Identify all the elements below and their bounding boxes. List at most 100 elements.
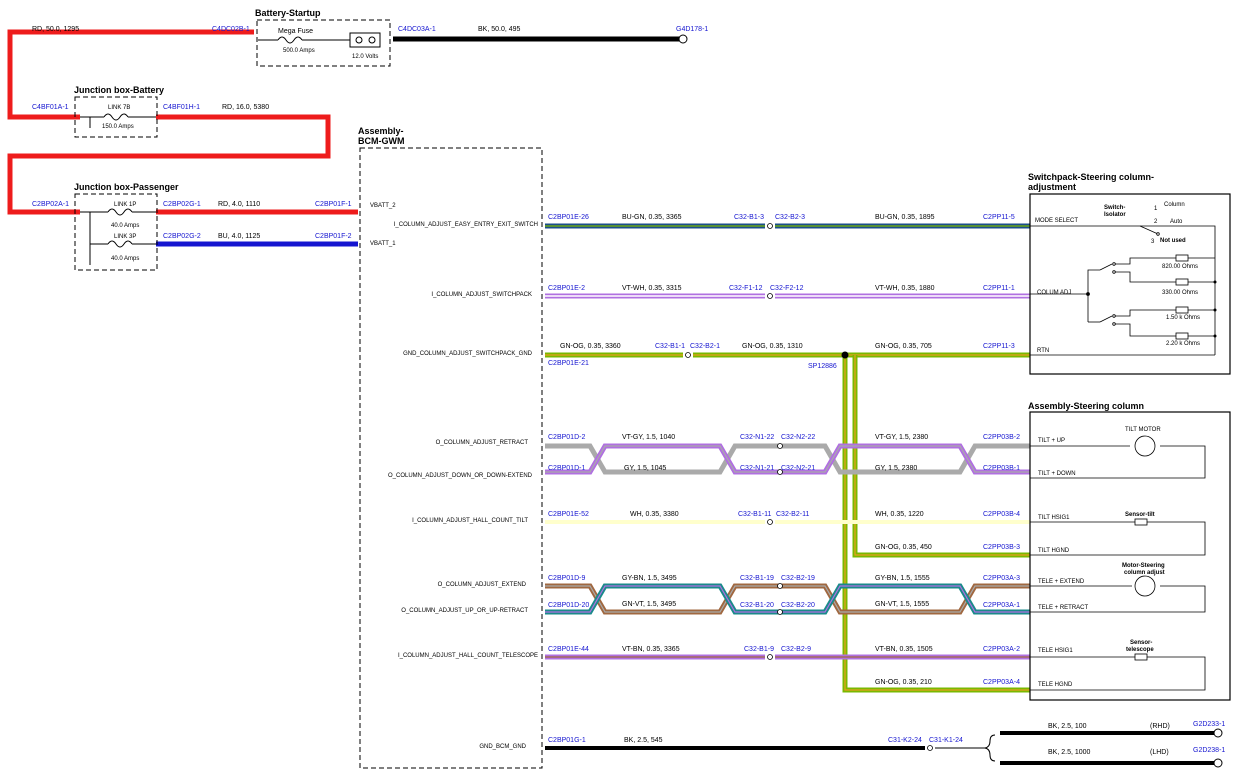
- wire-label-w11b: WH, 0.35, 1220: [875, 511, 924, 518]
- conn-c31k124: C31-K1-24: [929, 737, 963, 744]
- bcm-pin-vbatt1: VBATT_1: [370, 241, 396, 247]
- link7b-fuse: [103, 113, 129, 121]
- wire-label-w10b: GY, 1.5, 2380: [875, 465, 917, 472]
- conn-c4dc03a: C4DC03A-1: [398, 26, 436, 33]
- sc-pin-tilt-hsig: TILT HSIG1: [1038, 515, 1070, 521]
- sc-pin-tilt-up: TILT + UP: [1038, 438, 1065, 444]
- conn-c32b19: C32-B1-9: [744, 646, 774, 653]
- bcm-pin-switchpack: I_COLUMN_ADJUST_SWITCHPACK: [431, 292, 532, 298]
- bcm-gwm-box: Assembly- BCM-GWM VBATT_2 I_COLUMN_ADJUS…: [358, 126, 543, 769]
- splice-sp12886: [841, 351, 849, 359]
- wire-rd-50: [7, 29, 254, 120]
- conn-c2bp01d9: C2BP01D-9: [548, 575, 585, 582]
- resistor-1k5: 1.50 k Ohms: [1166, 315, 1200, 321]
- link1p-label: LINK 1P: [114, 202, 136, 208]
- wire-label-w7b: VT-WH, 0.35, 1880: [875, 285, 935, 292]
- wire-label-w1: RD, 50.0, 1295: [32, 26, 79, 33]
- conn-c2bp01d2: C2BP01D-2: [548, 434, 585, 441]
- pos2-label: Auto: [1170, 219, 1183, 225]
- conn-c2bp01e44: C2BP01E-44: [548, 646, 589, 653]
- conn-c32b23: C32-B2-3: [775, 214, 805, 221]
- conn-c2pp115: C2PP11-5: [983, 214, 1015, 221]
- junction-box-passenger: Junction box-Passenger LINK 1P 40.0 Amps…: [74, 182, 179, 271]
- wire-label-w9a: VT-GY, 1.5, 1040: [622, 434, 675, 441]
- conn-c2pp03b4: C2PP03B-4: [983, 511, 1020, 518]
- wire-label-w9b: VT-GY, 1.5, 2380: [875, 434, 928, 441]
- battery-volts: 12.0 Volts: [352, 54, 378, 60]
- wire-label-w4: RD, 4.0, 1110: [218, 201, 260, 208]
- sp-pin-mode-select: MODE SELECT: [1035, 218, 1078, 224]
- conn-c32b13: C32-B1-3: [734, 214, 764, 221]
- wire-label-w3: RD, 16.0, 5380: [222, 104, 269, 111]
- bcm-pin-extend: O_COLUMN_ADJUST_EXTEND: [438, 582, 527, 588]
- conn-c32b211: C32-B2-11: [776, 511, 809, 518]
- conn-c2pp03b1: C2PP03B-1: [983, 465, 1020, 472]
- conn-c2pp03b2: C2PP03B-2: [983, 434, 1020, 441]
- conn-c32b220: C32-B2-20: [781, 602, 815, 609]
- conn-c2bp01e21: C2BP01E-21: [548, 360, 589, 367]
- wire-label-w16: GN-OG, 0.35, 210: [875, 679, 932, 686]
- power-labels: RD, 50.0, 1295 C4DC02B-1 C4DC03A-1 BK, 5…: [32, 26, 708, 240]
- conn-g4d178: G4D178-1: [676, 26, 708, 33]
- pos1: 1: [1154, 206, 1158, 212]
- conn-c2bp01e52: C2BP01E-52: [548, 511, 589, 518]
- tele-motor-label2: column adjust: [1124, 570, 1165, 576]
- conn-c2pp113: C2PP11-3: [983, 343, 1015, 350]
- wire-label-w6a: BU-GN, 0.35, 3365: [622, 214, 682, 221]
- switchpack-box: Switchpack-Steering column- adjustment M…: [1028, 172, 1231, 375]
- junction-box-battery: Junction box-Battery LINK 7B 150.0 Amps: [74, 85, 164, 138]
- conn-c2pp03a2: C2PP03A-2: [983, 646, 1020, 653]
- wire-label-w19: BK, 2.5, 1000: [1048, 749, 1091, 756]
- battery-startup-title: Battery-Startup: [255, 8, 321, 18]
- wire-label-w12: GN-OG, 0.35, 450: [875, 544, 932, 551]
- sp-pin-rtn: RTN: [1037, 348, 1049, 354]
- conn-c2bp01f2: C2BP01F-2: [315, 233, 352, 240]
- sensor-tilt-label: Sensor-tilt: [1125, 512, 1155, 518]
- conn-c31k224: C31-K2-24: [888, 737, 922, 744]
- conn-c4bf01h: C4BF01H-1: [163, 104, 200, 111]
- signal-labels: C2BP01E-26 BU-GN, 0.35, 3365 C32-B1-3 C3…: [548, 214, 1225, 756]
- conn-c32b29: C32-B2-9: [781, 646, 811, 653]
- conn-g2d238: G2D238-1: [1193, 747, 1225, 754]
- conn-c4bf01a: C4BF01A-1: [32, 104, 69, 111]
- tilt-motor-symbol: [1134, 435, 1156, 457]
- bcm-pin-gnd: GND_BCM_GND: [479, 744, 526, 750]
- jb-battery-title: Junction box-Battery: [74, 85, 164, 95]
- conn-c32n121: C32-N1-21: [740, 465, 774, 472]
- switch-isolator-label1: Switch-: [1104, 205, 1125, 211]
- conn-c2bp01g1: C2BP01G-1: [548, 737, 586, 744]
- conn-c2pp03a3: C2PP03A-3: [983, 575, 1020, 582]
- wire-label-w11a: WH, 0.35, 3380: [630, 511, 679, 518]
- conn-c2pp111: C2PP11-1: [983, 285, 1015, 292]
- wire-label-w13b: GY-BN, 1.5, 1555: [875, 575, 930, 582]
- wire-label-w8a: GN-OG, 0.35, 3360: [560, 343, 621, 350]
- conn-c32b21: C32-B2-1: [690, 343, 720, 350]
- bcm-pin-easy-entry: I_COLUMN_ADJUST_EASY_ENTRY_EXIT_SWITCH: [394, 222, 538, 228]
- conn-c2bp02g1: C2BP02G-1: [163, 201, 201, 208]
- jb-passenger-title: Junction box-Passenger: [74, 182, 179, 192]
- sc-pin-tele-extend: TELE + EXTEND: [1038, 579, 1085, 585]
- power-wires: [7, 29, 680, 247]
- link1p-amps: 40.0 Amps: [111, 223, 139, 229]
- conn-c32n221: C32-N2-21: [781, 465, 815, 472]
- lhd-label: (LHD): [1150, 749, 1169, 756]
- mega-fuse-symbol: [277, 36, 303, 44]
- ground-g2d233: [1213, 728, 1223, 738]
- conn-c2pp03b3: C2PP03B-3: [983, 544, 1020, 551]
- wire-label-w15b: VT-BN, 0.35, 1505: [875, 646, 933, 653]
- conn-c2bp01f1: C2BP01F-1: [315, 201, 352, 208]
- conn-c4dc02b: C4DC02B-1: [212, 26, 250, 33]
- conn-c2pp03a4: C2PP03A-4: [983, 679, 1020, 686]
- battery-startup-box: Battery-Startup Mega Fuse 500.0 Amps 12.…: [255, 8, 391, 67]
- ground-g4d178: [678, 34, 688, 44]
- conn-c2bp01d20: C2BP01D-20: [548, 602, 589, 609]
- conn-c2pp03a1: C2PP03A-1: [983, 602, 1020, 609]
- wire-label-w7a: VT-WH, 0.35, 3315: [622, 285, 682, 292]
- bcm-pin-down-extend: O_COLUMN_ADJUST_DOWN_OR_DOWN-EXTEND: [388, 473, 533, 479]
- sc-pin-tele-retract: TELE + RETRACT: [1038, 605, 1089, 611]
- sensor-tele-label2: telescope: [1126, 647, 1154, 653]
- switch-isolator-label2: Isolator: [1104, 212, 1126, 218]
- wire-label-w15a: VT-BN, 0.35, 3365: [622, 646, 680, 653]
- ground-g2d238: [1213, 758, 1223, 768]
